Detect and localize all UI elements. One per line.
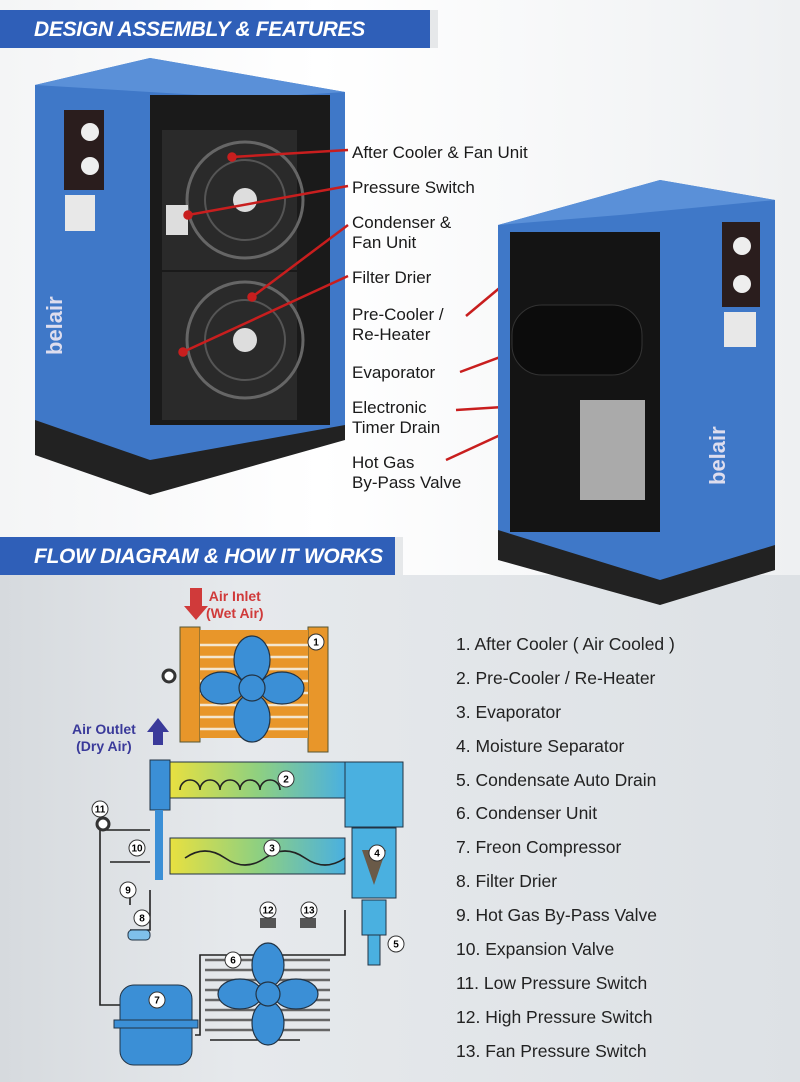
component-item: 5. Condensate Auto Drain — [456, 769, 657, 790]
marker-12 — [259, 901, 277, 919]
outlet-arrow-icon — [147, 718, 169, 745]
feature-label-filter-drier: Filter Drier — [352, 268, 432, 287]
right-dryer-unit: belair — [498, 180, 775, 605]
feature-label-pre-cooler: Pre-Cooler /Re-Heater — [352, 305, 444, 344]
marker-4 — [368, 844, 386, 862]
marker-11 — [91, 800, 109, 818]
marker-7 — [148, 991, 166, 1009]
marker-13 — [300, 901, 318, 919]
cooler-fan-icon — [199, 635, 305, 743]
air-inlet-label: Air Inlet(Wet Air) — [206, 588, 264, 621]
component-item: 11. Low Pressure Switch — [456, 972, 648, 993]
marker-9 — [119, 881, 137, 899]
air-outlet-label: Air Outlet(Dry Air) — [72, 721, 136, 754]
marker-label-1: 1 — [313, 638, 319, 649]
marker-3 — [263, 839, 281, 857]
component-item: 9. Hot Gas By-Pass Valve — [456, 905, 658, 926]
marker-label-12: 12 — [262, 906, 274, 917]
marker-10 — [128, 839, 146, 857]
svg-text:belair: belair — [705, 426, 730, 485]
marker-label-8: 8 — [139, 914, 145, 925]
marker-label-13: 13 — [303, 906, 315, 917]
marker-8 — [133, 909, 151, 927]
flow-section-title: FLOW DIAGRAM & HOW IT WORKS — [0, 537, 403, 575]
marker-label-11: 11 — [95, 805, 106, 816]
left-dryer-unit: belair — [35, 58, 603, 495]
feature-label-after-cooler: After Cooler & Fan Unit — [352, 143, 528, 162]
condenser-unit — [205, 942, 330, 1046]
marker-2 — [277, 770, 295, 788]
filter-drier — [127, 929, 151, 941]
component-list: 1. After Cooler ( Air Cooled ) 2. Pre-Co… — [456, 632, 675, 1073]
component-item: 1. After Cooler ( Air Cooled ) — [456, 634, 675, 654]
component-item: 2. Pre-Cooler / Re-Heater — [456, 667, 656, 688]
marker-label-3: 3 — [269, 844, 275, 855]
marker-label-10: 10 — [131, 844, 143, 855]
component-item: 7. Freon Compressor — [456, 837, 622, 858]
component-item: 6. Condenser Unit — [456, 803, 598, 824]
marker-label-5: 5 — [393, 940, 399, 951]
marker-label-9: 9 — [125, 886, 131, 897]
condenser-fan-icon — [217, 942, 319, 1046]
marker-label-7: 7 — [154, 996, 160, 1007]
component-item: 13. Fan Pressure Switch — [456, 1040, 647, 1061]
dryer-photos: belair belair — [35, 58, 775, 605]
marker-label-2: 2 — [283, 775, 289, 786]
component-item: 8. Filter Drier — [456, 871, 558, 892]
component-item: 10. Expansion Valve — [456, 939, 615, 960]
inlet-arrow-icon — [184, 588, 208, 620]
feature-label-evaporator: Evaporator — [352, 363, 436, 382]
marker-1 — [307, 633, 325, 651]
brand-logo: belair — [42, 296, 67, 355]
after-cooler — [161, 626, 329, 753]
component-item: 3. Evaporator — [456, 701, 562, 722]
component-item: 12. High Pressure Switch — [456, 1006, 653, 1027]
feature-label-pressure-switch: Pressure Switch — [352, 178, 475, 197]
component-item: 4. Moisture Separator — [456, 735, 625, 756]
marker-label-6: 6 — [230, 956, 236, 967]
marker-5 — [387, 935, 405, 953]
design-section-title: DESIGN ASSEMBLY & FEATURES — [0, 10, 438, 48]
feature-label-condenser: Condenser &Fan Unit — [352, 213, 452, 252]
marker-label-4: 4 — [374, 849, 380, 860]
compressor — [113, 984, 199, 1066]
marker-6 — [224, 951, 242, 969]
